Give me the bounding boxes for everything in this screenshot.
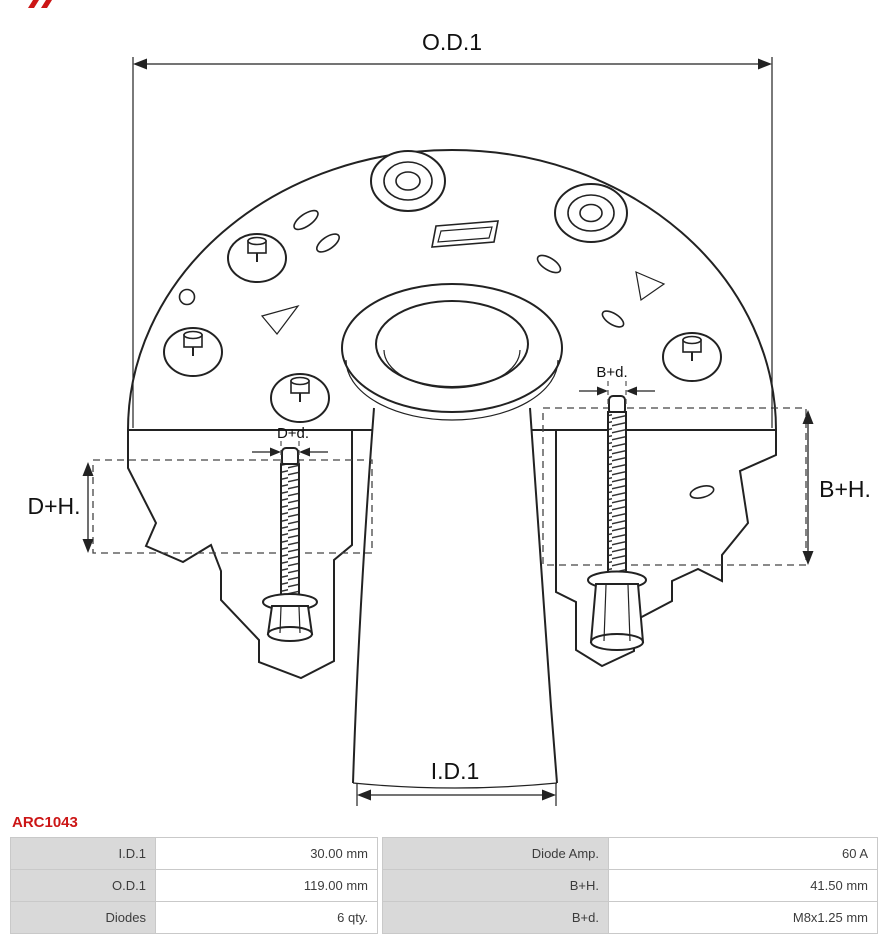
spec-value: M8x1.25 mm [608,901,878,934]
brand-logo-fragment [28,0,52,8]
table-row: B+H. 41.50 mm [382,869,878,902]
table-row: Diode Amp. 60 A [382,837,878,870]
dim-dh-label: D+H. [27,493,80,519]
spec-table-left: I.D.1 30.00 mm O.D.1 119.00 mm Diodes 6 … [10,837,378,934]
arrow-marking [635,271,666,302]
dim-d-plus-h: D+H. [27,462,94,553]
dim-b-plus-h: B+H. [802,410,871,565]
logo-shape [28,0,39,8]
spec-label: Diode Amp. [382,837,609,870]
spec-value: 119.00 mm [155,869,378,902]
spec-label: Diodes [10,901,156,934]
rivet-hole [662,332,722,382]
dim-dd-label: D+d. [277,425,309,442]
dim-id1: I.D.1 [356,758,557,806]
spec-tables: I.D.1 30.00 mm O.D.1 119.00 mm Diodes 6 … [10,837,880,934]
dim-id1-label: I.D.1 [431,758,480,784]
technical-drawing: O.D.1 I.D.1 D+H. B+H. [27,29,871,806]
spec-value: 6 qty. [155,901,378,934]
rect-slot [431,220,499,248]
spec-label: B+H. [382,869,609,902]
dim-od1: O.D.1 [132,29,773,428]
spec-label: B+d. [382,901,609,934]
dim-bh-label: B+H. [819,476,871,502]
table-row: O.D.1 119.00 mm [10,869,378,902]
dim-bd-label: B+d. [596,364,627,381]
dim-od1-label: O.D.1 [422,29,482,55]
arrow-marking [260,304,300,335]
spec-value: 60 A [608,837,878,870]
collar-bore [375,300,529,388]
spec-value: 30.00 mm [155,837,378,870]
table-row: B+d. M8x1.25 mm [382,901,878,934]
spec-label: I.D.1 [10,837,156,870]
part-number: ARC1043 [12,814,78,831]
rivet-hole [270,373,330,423]
terminal-stud-d [262,447,318,642]
spec-table-right: Diode Amp. 60 A B+H. 41.50 mm B+d. M8x1.… [382,837,878,934]
dashed-measure-boxes [92,407,807,566]
logo-shape [41,0,52,8]
dim-b-plus-d: B+d. [579,364,655,407]
dim-d-plus-d: D+d. [252,425,328,467]
rivet-hole [163,327,223,377]
spec-label: O.D.1 [10,869,156,902]
table-row: I.D.1 30.00 mm [10,837,378,870]
bearing-tube [341,283,563,789]
table-row: Diodes 6 qty. [10,901,378,934]
spec-value: 41.50 mm [608,869,878,902]
rivet-hole [227,233,287,283]
terminal-stud-b [587,395,647,651]
